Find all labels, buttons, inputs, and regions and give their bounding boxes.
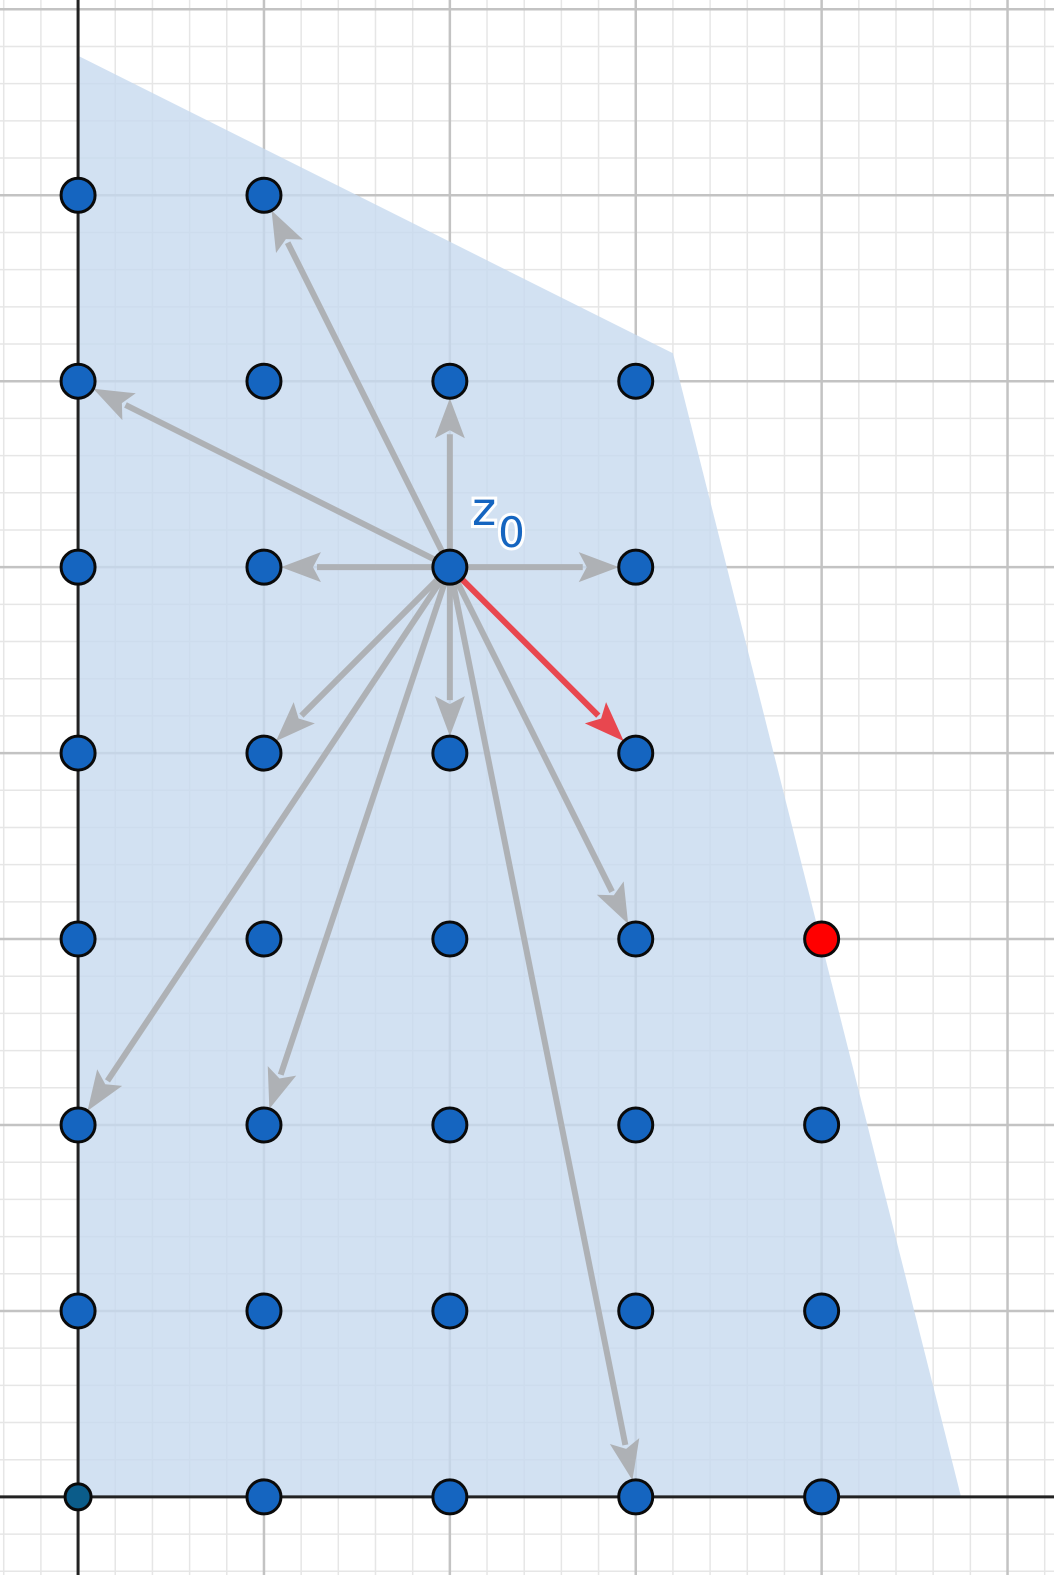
lattice-point	[617, 1106, 655, 1144]
arrow-shaft	[299, 565, 452, 718]
lattice-point	[59, 1106, 97, 1144]
lattice-point	[245, 1478, 283, 1516]
arrow-layer	[87, 210, 640, 1481]
step-arrow	[434, 398, 465, 568]
arrowhead	[584, 702, 624, 742]
arrowhead	[434, 398, 465, 439]
lattice-point	[803, 1478, 841, 1516]
lattice-point	[59, 734, 97, 772]
step-arrow	[434, 567, 465, 737]
origin-point	[63, 1482, 93, 1512]
lattice-point	[245, 176, 283, 214]
arrowhead	[578, 552, 619, 583]
lattice-point	[59, 920, 97, 958]
highlighted-point	[803, 920, 841, 958]
feasible-region	[78, 55, 962, 1497]
arrow-shaft	[447, 565, 615, 893]
arrow-shaft	[124, 402, 452, 570]
lattice-point	[617, 920, 655, 958]
arrowhead	[271, 210, 303, 253]
lattice-point	[431, 920, 469, 958]
arrow-shaft	[446, 566, 629, 1446]
step-arrow	[275, 565, 452, 742]
arrowhead	[275, 702, 315, 742]
lattice-point	[245, 734, 283, 772]
start-label-layer: z0	[469, 479, 528, 560]
lattice-point	[803, 1292, 841, 1330]
step-arrow	[447, 565, 629, 924]
arrow-shaft	[284, 241, 453, 569]
arrow-shaft	[447, 565, 601, 718]
point-layer	[59, 176, 841, 1516]
lattice-point	[617, 362, 655, 400]
lattice-point	[245, 548, 283, 586]
lattice-point	[59, 176, 97, 214]
lattice-point	[431, 1292, 469, 1330]
lattice-point	[617, 548, 655, 586]
feasible-region-layer	[78, 55, 962, 1497]
highlighted-step-arrow	[447, 565, 624, 742]
arrowhead	[93, 388, 136, 421]
arrow-shaft	[277, 566, 453, 1076]
lattice-point	[59, 548, 97, 586]
step-arrow	[280, 552, 450, 583]
step-arrow	[267, 566, 453, 1109]
lattice-point	[431, 1106, 469, 1144]
lattice-point	[59, 362, 97, 400]
step-arrow	[449, 552, 619, 583]
lattice-point	[431, 1478, 469, 1516]
lattice-point	[431, 734, 469, 772]
arrowhead	[609, 1438, 640, 1481]
start-point	[431, 548, 469, 586]
step-arrow	[87, 565, 453, 1111]
lattice-point	[245, 920, 283, 958]
lattice-point	[245, 1292, 283, 1330]
arrowhead	[87, 1069, 123, 1111]
step-arrow	[271, 210, 453, 569]
lattice-point	[803, 1106, 841, 1144]
lattice-point	[245, 362, 283, 400]
arrow-shaft	[104, 565, 453, 1083]
arrowhead	[434, 696, 465, 737]
arrowhead	[280, 552, 321, 583]
lattice-point	[59, 1292, 97, 1330]
lattice-point	[617, 1478, 655, 1516]
start-point-label: z0	[472, 482, 525, 557]
step-arrow	[446, 566, 640, 1481]
arrowhead	[267, 1066, 297, 1109]
lattice-point	[617, 734, 655, 772]
arrowhead	[596, 881, 629, 924]
lattice-point	[431, 362, 469, 400]
lattice-point	[245, 1106, 283, 1144]
step-arrow	[93, 388, 452, 570]
lattice-point	[617, 1292, 655, 1330]
